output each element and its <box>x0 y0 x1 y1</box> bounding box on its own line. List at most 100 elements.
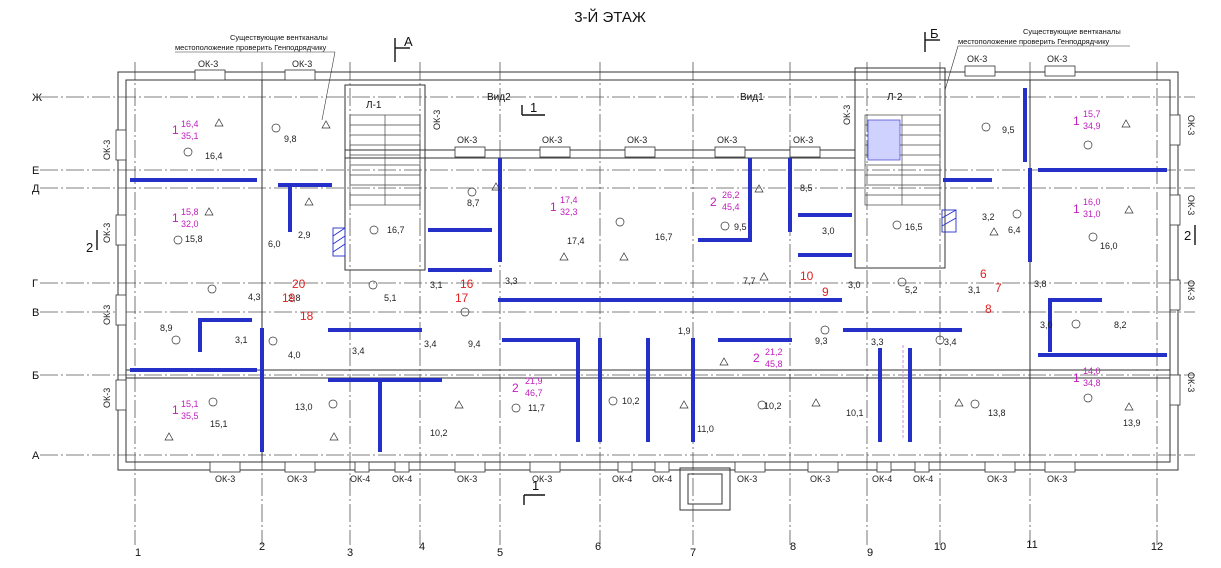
window-label: ОК-3 <box>457 474 477 484</box>
svg-text:1: 1 <box>550 200 557 214</box>
room-area: 16,0 <box>1100 241 1118 251</box>
stair-label-l2: Л-2 <box>887 92 903 103</box>
svg-text:45,8: 45,8 <box>765 359 783 369</box>
room-area: 16,5 <box>905 222 923 232</box>
red-marker: 8 <box>985 302 992 316</box>
stair-l2-landing <box>867 119 901 161</box>
room-area: 3,3 <box>505 276 518 286</box>
room-area: 2,8 <box>288 293 301 303</box>
svg-text:15,7: 15,7 <box>1083 109 1101 119</box>
room-area: 3,4 <box>944 337 957 347</box>
room-areas: 16,4 9,8 15,8 6,0 2,9 16,7 8,7 8,5 16,7 … <box>160 125 1141 438</box>
room-area: 5,2 <box>905 285 918 295</box>
window-label: ОК-4 <box>652 474 672 484</box>
svg-text:15,1: 15,1 <box>181 399 199 409</box>
building-outline <box>117 67 1179 511</box>
room-area: 11,7 <box>528 403 545 413</box>
axis-col-9: 9 <box>867 547 873 559</box>
svg-text:34,9: 34,9 <box>1083 121 1101 131</box>
svg-text:14,0: 14,0 <box>1083 366 1101 376</box>
room-area: 5,1 <box>384 293 397 303</box>
axis-row-zh: Ж <box>32 92 42 104</box>
axis-row-v: В <box>32 307 39 319</box>
room-area: 3,1 <box>968 285 981 295</box>
window-label: ОК-3 <box>967 54 987 64</box>
window-label: ОК-3 <box>1047 54 1067 64</box>
column-axis-labels: 1 2 3 4 5 6 7 8 9 10 11 12 <box>135 539 1163 559</box>
svg-text:31,0: 31,0 <box>1083 209 1101 219</box>
room-label: 1 16,4 35,1 <box>172 119 199 141</box>
room-label: 1 16,0 31,0 <box>1073 197 1101 219</box>
svg-text:32,0: 32,0 <box>181 219 199 229</box>
room-area: 3,0 <box>1040 320 1053 330</box>
window-labels: ОК-3 ОК-3 ОК-3 ОК-3 ОК-3 ОК-3 ОК-3 ОК-3 … <box>102 54 1196 484</box>
room-area: 3,0 <box>822 226 835 236</box>
room-area: 7,7 <box>743 276 756 286</box>
vent-note-right: Существующие вентканалы местоположение п… <box>958 27 1121 46</box>
svg-text:17,4: 17,4 <box>560 195 578 205</box>
svg-text:1: 1 <box>1073 371 1080 385</box>
red-marker: 6 <box>980 267 987 281</box>
window-label: ОК-3 <box>102 140 112 160</box>
svg-text:15,8: 15,8 <box>181 207 199 217</box>
red-marker: 7 <box>995 281 1002 295</box>
room-area: 9,4 <box>468 339 481 349</box>
room-label: 2 21,9 46,7 <box>512 376 543 398</box>
svg-text:46,7: 46,7 <box>525 388 543 398</box>
room-area: 11,0 <box>697 424 714 434</box>
red-marker: 17 <box>455 291 469 305</box>
stair-l1-steps <box>349 114 421 206</box>
room-area: 3,8 <box>1034 279 1047 289</box>
stair-label-l1: Л-1 <box>366 100 382 111</box>
svg-text:26,2: 26,2 <box>722 190 740 200</box>
ventilation-shafts <box>332 209 957 257</box>
window-label: ОК-3 <box>627 135 647 145</box>
svg-text:1: 1 <box>172 403 179 417</box>
room-label: 1 15,8 32,0 <box>172 207 199 229</box>
window-label: ОК-3 <box>198 59 218 69</box>
window-label: ОК-3 <box>102 305 112 325</box>
section-mark-a: А <box>404 34 413 49</box>
room-area: 2,9 <box>298 230 311 240</box>
marker-symbols <box>164 118 1134 441</box>
room-area: 10,2 <box>622 396 640 406</box>
room-area: 10,2 <box>430 428 448 438</box>
room-label: 1 15,1 35,5 <box>172 399 199 421</box>
room-area: 6,4 <box>1008 225 1021 235</box>
window-label: ОК-3 <box>1186 115 1196 135</box>
room-label: 1 14,0 34,8 <box>1073 366 1101 388</box>
svg-text:Существующие вентканалы: Существующие вентканалы <box>1023 27 1121 36</box>
axis-row-g: Г <box>32 278 38 290</box>
svg-text:16,4: 16,4 <box>181 119 199 129</box>
room-area: 16,4 <box>205 151 223 161</box>
interior-partitions <box>130 88 1167 452</box>
window-label: ОК-3 <box>532 474 552 484</box>
row-axis-labels: Ж Е Д Г В Б А <box>32 92 42 462</box>
room-area: 16,7 <box>387 225 405 235</box>
svg-text:1: 1 <box>1073 114 1080 128</box>
axis-col-3: 3 <box>347 547 353 559</box>
room-area: 3,1 <box>235 335 248 345</box>
section-mark-2-right: 2 <box>1184 228 1191 243</box>
room-area: 1,9 <box>678 326 691 336</box>
window-label: ОК-3 <box>717 135 737 145</box>
room-label: 1 17,4 32,3 <box>550 195 578 217</box>
window-label: ОК-3 <box>1186 280 1196 300</box>
red-marker: 19 <box>282 291 296 305</box>
vent-note-left: Существующие вентканалы местоположение п… <box>175 33 328 52</box>
axis-grid <box>40 62 1195 545</box>
red-marker: 18 <box>300 309 314 323</box>
window-label: ОК-3 <box>1186 372 1196 392</box>
room-area: 9,5 <box>1002 125 1015 135</box>
window-label: ОК-4 <box>872 474 892 484</box>
section-marks: А Б 1 1 2 2 Вид2 Вид1 Л-1 Л-2 <box>86 26 1191 493</box>
window-label: ОК-3 <box>737 474 757 484</box>
window-label: ОК-3 <box>810 474 830 484</box>
room-area: 13,9 <box>1123 418 1141 428</box>
room-area: 13,0 <box>295 402 313 412</box>
axis-col-11: 11 <box>1026 539 1037 551</box>
section-mark-1-bottom: 1 <box>532 478 539 493</box>
axis-col-10: 10 <box>934 541 946 553</box>
axis-col-7: 7 <box>690 547 696 559</box>
window-label: ОК-3 <box>542 135 562 145</box>
